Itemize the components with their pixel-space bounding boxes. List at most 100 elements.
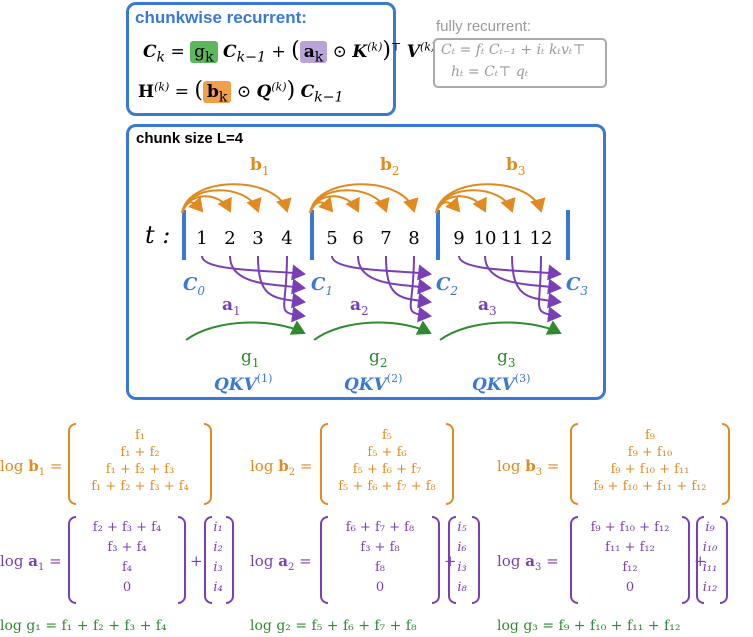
log-b1-row: f₁ + f₂ + f₃ bbox=[105, 462, 175, 477]
log-a2-lhs: log a2 = bbox=[250, 552, 312, 573]
log-b2-lhs: log b2 = bbox=[250, 457, 312, 478]
eq1-T: ⊤ bbox=[390, 40, 402, 54]
chunk-box bbox=[126, 124, 606, 400]
log-b1-row: f₁ + f₂ + f₃ + f₄ bbox=[91, 479, 189, 494]
log-a1-lhs-sub: 1 bbox=[37, 562, 45, 573]
log-a2-lhs-log: log bbox=[250, 552, 279, 570]
log-a1-lhs: log a1 = bbox=[0, 552, 62, 573]
log-a3-row: f₉ + f₁₀ + f₁₂ bbox=[590, 520, 670, 535]
log-b1-lhs-sub: 1 bbox=[38, 467, 46, 478]
log-b3-lhs-sub: 3 bbox=[535, 467, 543, 478]
log-b1-lhs-var: b bbox=[28, 457, 39, 475]
log-b2-lhs-equals: = bbox=[295, 457, 313, 475]
log-a3-lhs-equals: = bbox=[541, 552, 559, 570]
fully-recurrent-box bbox=[433, 38, 607, 88]
fully-recurrent-title: fully recurrent: bbox=[436, 18, 532, 35]
log-a1-row: f₃ + f₄ bbox=[107, 540, 147, 555]
log-a3-lhs-var: a bbox=[525, 552, 535, 570]
log-b1-row: f₁ + f₂ bbox=[120, 445, 160, 460]
eq2-Q-sup: (k) bbox=[271, 80, 287, 94]
log-g1-equation: log g₁ = f₁ + f₂ + f₃ + f₄ bbox=[0, 618, 167, 634]
log-b2-row: f₅ + f₆ + f₇ + f₈ bbox=[338, 479, 436, 494]
log-a3-i-row: i₁₁ bbox=[702, 560, 718, 575]
log-a1-row: f₂ + f₃ + f₄ bbox=[92, 520, 162, 535]
a-highlight: ak bbox=[299, 41, 328, 66]
eq2-H: H bbox=[138, 82, 155, 102]
eq1-mid: C bbox=[223, 42, 237, 62]
log-b1-left-paren bbox=[68, 423, 76, 505]
log-a1-lhs-var: a bbox=[28, 552, 38, 570]
chunkwise-equation-2: H(k) = (bk ⊙ Q(k)) Ck−1 bbox=[138, 78, 344, 106]
eq2-Q: Q bbox=[256, 82, 272, 102]
eq2-b-sub: k bbox=[218, 89, 228, 106]
fully-recurrent-eq-1: Cₜ = fₜ Cₜ₋₁ + iₜ kₜvₜ⊤ bbox=[441, 42, 586, 58]
log-a2-lhs-sub: 2 bbox=[287, 562, 295, 573]
log-a1-left-paren bbox=[68, 516, 76, 604]
log-a1-lhs-equals: = bbox=[44, 552, 62, 570]
log-g2-equation: log g₂ = f₅ + f₆ + f₇ + f₈ bbox=[250, 618, 417, 634]
eq2-C-sub: k−1 bbox=[314, 89, 344, 106]
log-a1-row: f₄ bbox=[121, 560, 133, 575]
log-b2-left-paren bbox=[320, 423, 328, 505]
eq2-C: C bbox=[300, 82, 315, 102]
log-a2-i-row: i₆ bbox=[457, 540, 467, 555]
log-b3-row: f₉ + f₁₀ + f₁₁ + f₁₂ bbox=[593, 479, 707, 494]
eq2-b: b bbox=[206, 82, 219, 102]
log-a3-i-row: i₁₂ bbox=[702, 580, 718, 595]
eq1-a: a bbox=[303, 42, 315, 62]
log-a1-i-row: i₄ bbox=[213, 580, 223, 595]
eq1-K-sup: (k) bbox=[367, 40, 383, 54]
eq1-mid-sub: k−1 bbox=[236, 49, 267, 66]
eq1-K: K bbox=[352, 42, 368, 62]
b-highlight: bk bbox=[202, 81, 232, 106]
log-a2-row: f₃ + f₈ bbox=[360, 540, 400, 555]
log-b3-lhs-log: log bbox=[497, 457, 526, 475]
log-a3-left-paren bbox=[570, 516, 578, 604]
log-a2-i-row: i₃ bbox=[457, 560, 467, 575]
log-a1-plus: + bbox=[190, 552, 203, 570]
log-b1-row: f₁ bbox=[134, 428, 146, 443]
log-b3-lhs-var: b bbox=[525, 457, 536, 475]
log-b2-lhs-var: b bbox=[278, 457, 289, 475]
log-b2-row: f₅ + f₆ bbox=[367, 445, 407, 460]
log-b3-row: f₉ + f₁₀ + f₁₁ bbox=[610, 462, 690, 477]
log-a3-row: f₁₂ bbox=[622, 560, 638, 575]
log-b3-left-paren bbox=[570, 423, 578, 505]
log-a2-i-row: i₅ bbox=[457, 520, 467, 535]
log-b2-row: f₅ + f₆ + f₇ bbox=[352, 462, 422, 477]
log-a1-i-row: i₃ bbox=[213, 560, 223, 575]
log-b1-lhs-log: log bbox=[0, 457, 29, 475]
log-a1-i-row: i₁ bbox=[213, 520, 223, 535]
log-b2-row: f₅ bbox=[381, 428, 393, 443]
eq1-V: V bbox=[406, 42, 420, 62]
log-a2-i-row: i₈ bbox=[457, 580, 467, 595]
chunkwise-title: chunkwise recurrent: bbox=[135, 8, 307, 27]
eq2-H-sup: (k) bbox=[154, 80, 170, 94]
log-b2-lhs-log: log bbox=[250, 457, 279, 475]
log-a2-i-left-paren bbox=[448, 516, 456, 604]
log-a2-row: 0 bbox=[375, 580, 385, 595]
log-a2-left-paren bbox=[320, 516, 328, 604]
log-a3-i-row: i₉ bbox=[705, 520, 715, 535]
log-b1-lhs-equals: = bbox=[45, 457, 63, 475]
eq1-V-sup: (k) bbox=[419, 40, 436, 54]
log-a3-i-left-paren bbox=[696, 516, 704, 604]
log-a1-row: 0 bbox=[122, 580, 132, 595]
eq1-lhs-sub: k bbox=[156, 49, 166, 66]
eq1-a-sub: k bbox=[314, 49, 324, 66]
log-a3-lhs: log a3 = bbox=[497, 552, 559, 573]
log-a2-lhs-var: a bbox=[278, 552, 288, 570]
eq1-lhs: C bbox=[143, 42, 157, 62]
chunkwise-box bbox=[126, 2, 396, 116]
log-a3-i-right-paren bbox=[720, 516, 728, 604]
log-a2-i-right-paren bbox=[472, 516, 480, 604]
log-a3-lhs-sub: 3 bbox=[534, 562, 542, 573]
g-highlight: gk bbox=[190, 41, 218, 65]
log-a1-i-row: i₂ bbox=[213, 540, 223, 555]
log-a3-i-row: i₁₀ bbox=[702, 540, 718, 555]
log-a1-lhs-log: log bbox=[0, 552, 29, 570]
log-b3-lhs-equals: = bbox=[542, 457, 560, 475]
log-a2-row: f₈ bbox=[374, 560, 386, 575]
log-a3-row: 0 bbox=[625, 580, 635, 595]
fully-recurrent-eq-2: hₜ = Cₜ⊤ qₜ bbox=[451, 64, 529, 80]
